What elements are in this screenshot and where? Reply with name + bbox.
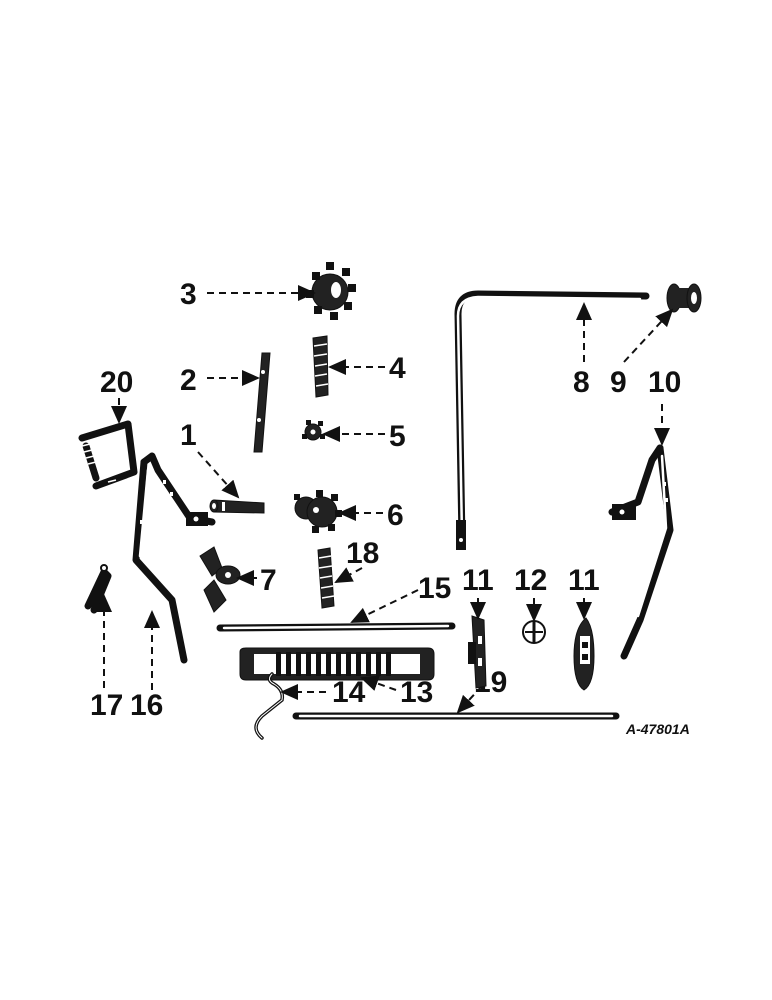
part-14-hook — [254, 672, 285, 740]
part-20-u-bolt — [78, 420, 138, 490]
callout-15: 15 — [418, 572, 451, 605]
part-7-idler — [199, 546, 241, 613]
part-15-rod — [216, 622, 456, 632]
callout-1: 1 — [180, 419, 197, 452]
callout-11-b: 11 — [568, 564, 600, 597]
part-1-shaft — [209, 499, 265, 514]
part-11-plate-b — [573, 617, 595, 691]
callout-16: 16 — [130, 689, 163, 722]
callout-14: 14 — [332, 676, 366, 709]
drawing-number: A-47801A — [625, 721, 690, 737]
part-12-nut — [522, 620, 546, 644]
part-5-small-sprocket — [302, 420, 325, 441]
callout-8: 8 — [573, 366, 590, 399]
callout-20: 20 — [100, 366, 133, 399]
callout-11-a: 11 — [462, 564, 494, 597]
part-3-sprocket — [306, 262, 356, 320]
callout-12: 12 — [514, 564, 547, 597]
callout-13: 13 — [400, 676, 433, 709]
callout-17: 17 — [90, 689, 123, 722]
part-6-double-sprocket — [294, 490, 342, 533]
part-11-plate-a — [468, 615, 487, 689]
part-17-clip — [84, 564, 112, 614]
callout-2: 2 — [180, 364, 197, 397]
part-4-chain — [312, 335, 329, 398]
callout-4: 4 — [389, 352, 406, 385]
callout-10: 10 — [648, 366, 681, 399]
part-13-shaft — [239, 647, 435, 681]
part-9-collar — [666, 283, 702, 313]
part-2-link-plate — [253, 352, 271, 453]
callout-3: 3 — [180, 278, 197, 311]
part-16-bracket-arm — [132, 452, 216, 664]
callout-5: 5 — [389, 420, 406, 453]
callout-7: 7 — [260, 564, 277, 597]
part-18-chain — [317, 547, 335, 609]
callout-6: 6 — [387, 499, 404, 532]
callout-18: 18 — [346, 537, 379, 570]
part-8-frame-rod — [454, 290, 650, 550]
callout-9: 9 — [610, 366, 627, 399]
part-10-bracket-arm — [608, 444, 674, 660]
